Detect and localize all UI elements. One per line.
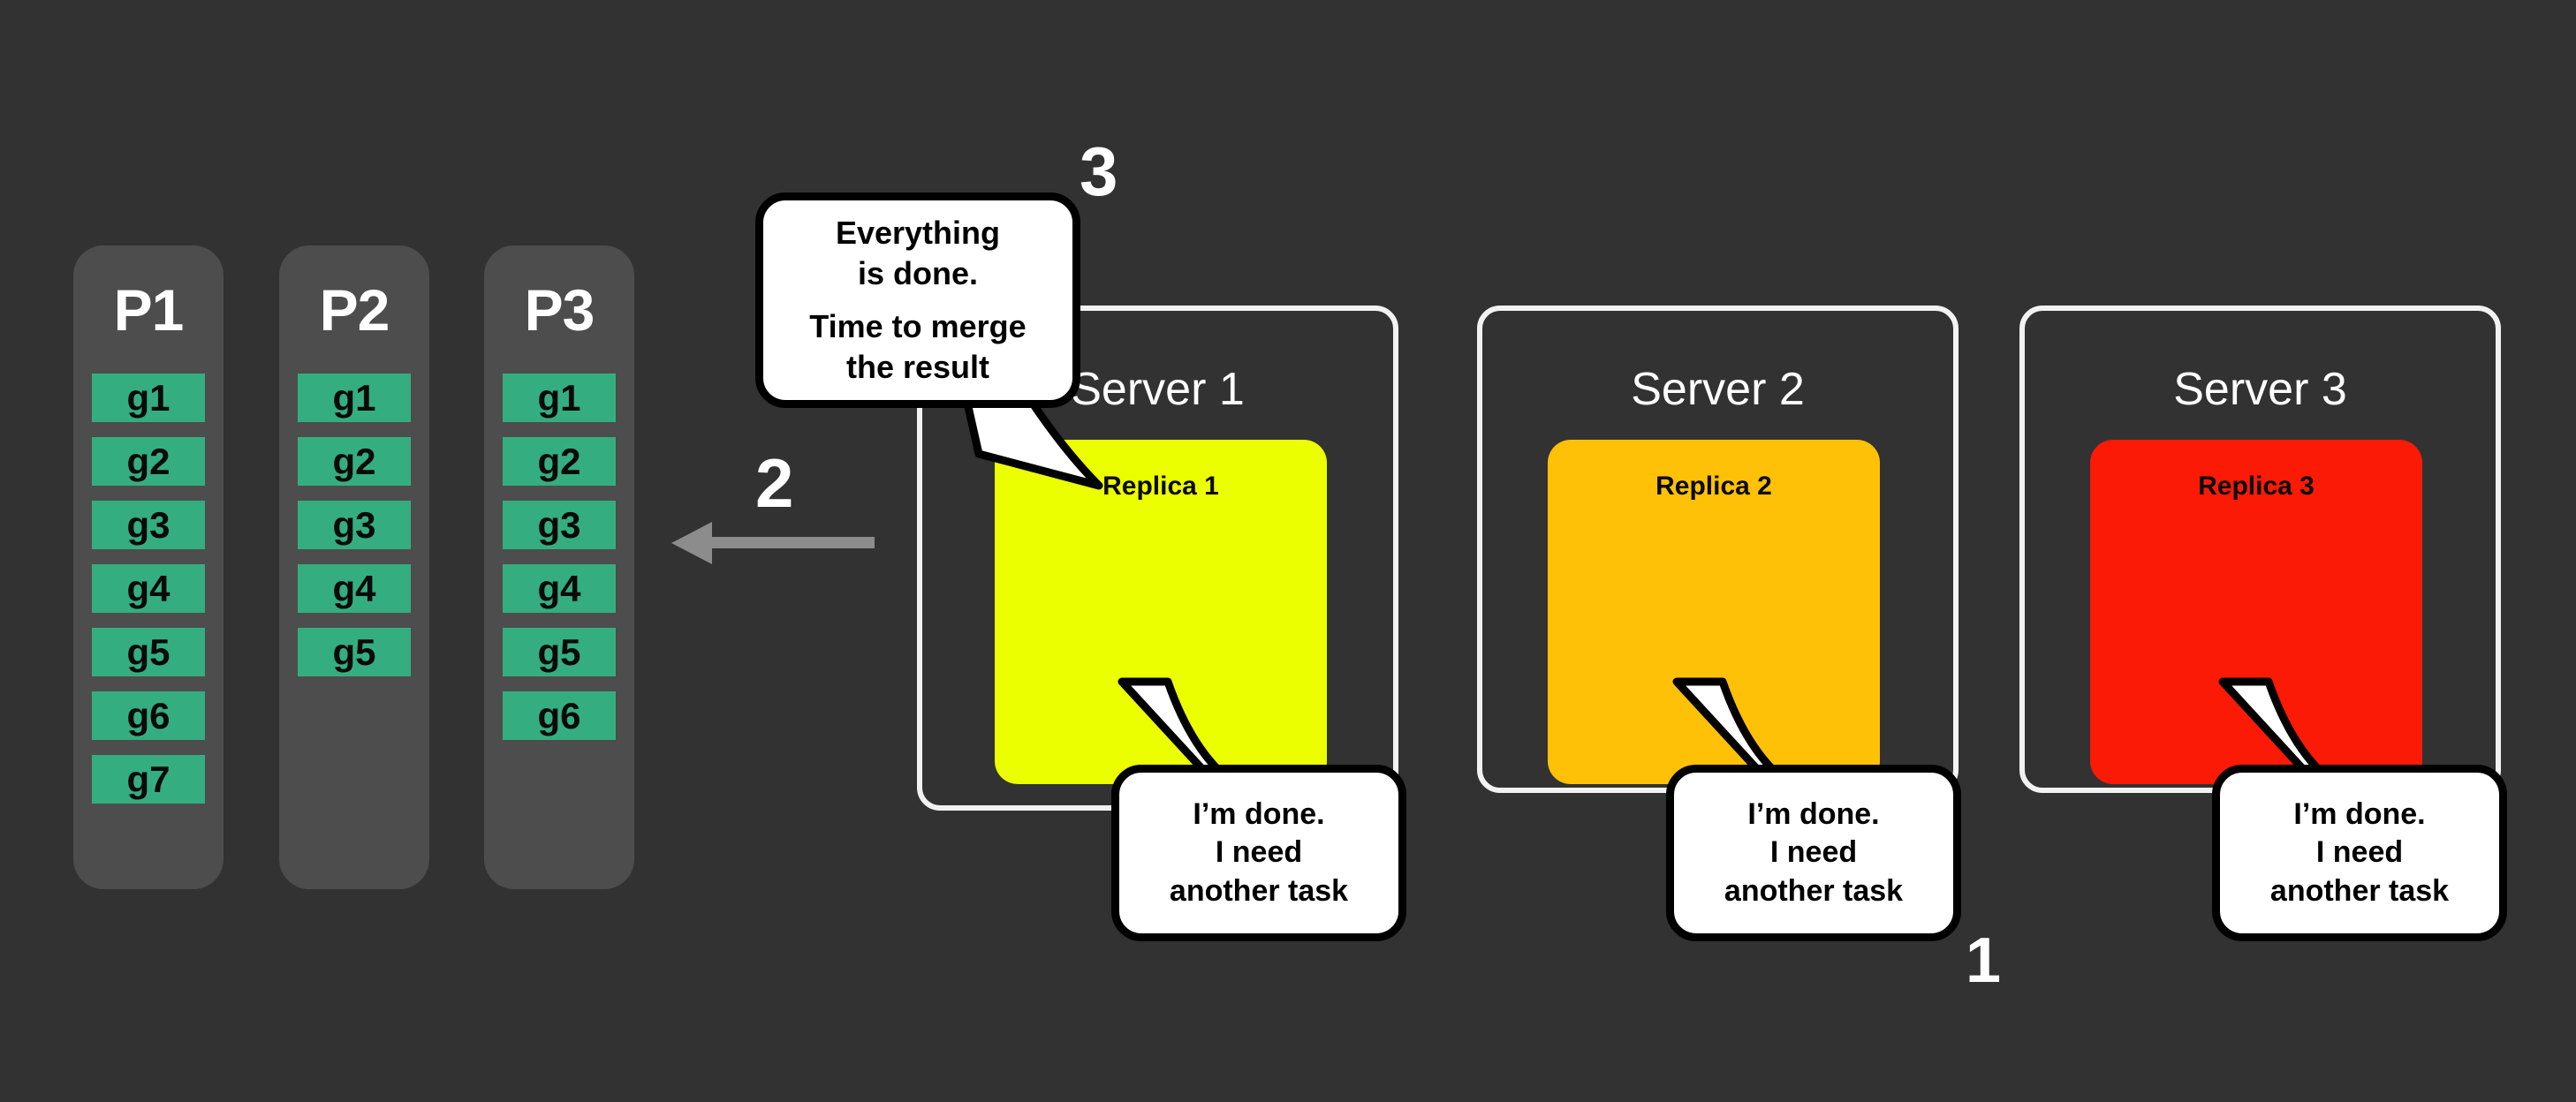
server-1-title: Server 1	[1071, 364, 1245, 415]
done-bubble-3[interactable]: I’m done. I need another task	[2212, 765, 2507, 941]
done-bubble-2-line: I’m done.	[1747, 796, 1880, 831]
done-bubble-1-line: I need	[1215, 835, 1303, 870]
task-block[interactable]: g6	[92, 691, 205, 740]
task-block[interactable]: g5	[92, 628, 205, 676]
done-bubble-3-line: I need	[2315, 835, 2404, 870]
server-2-title: Server 2	[1631, 364, 1805, 415]
replica-1-label: Replica 1	[1102, 472, 1219, 501]
task-block[interactable]: g3	[298, 501, 411, 549]
merge-bubble-line: is done.	[857, 254, 979, 291]
task-block[interactable]: g4	[92, 564, 205, 613]
task-block[interactable]: g2	[298, 437, 411, 486]
partition-p1-title: P1	[113, 277, 185, 343]
done-bubble-1-line: I’m done.	[1193, 796, 1325, 831]
replica-3-label: Replica 3	[2198, 472, 2315, 501]
task-block[interactable]: g3	[92, 501, 205, 549]
partition-p1-task-list: g1 g2 g3 g4 g5 g6 g7	[92, 374, 205, 819]
merge-bubble-line: Time to merge	[809, 308, 1027, 344]
done-bubble-2-line: I need	[1769, 835, 1858, 870]
step-number-one: 1	[1966, 925, 2002, 996]
merge-bubble-line: Everything	[835, 214, 1001, 251]
partition-p3-task-list: g1 g2 g3 g4 g5 g6	[503, 374, 616, 755]
task-block[interactable]: g1	[298, 374, 411, 422]
done-bubble-2-line: another task	[1724, 873, 1904, 908]
merge-bubble-line: the result	[845, 349, 990, 386]
server-3-title: Server 3	[2173, 364, 2347, 415]
task-block[interactable]: g1	[503, 374, 616, 422]
task-block[interactable]: g2	[92, 437, 205, 486]
task-block[interactable]: g7	[92, 755, 205, 804]
partition-p1[interactable]: P1 g1 g2 g3 g4 g5 g6 g7	[73, 245, 224, 889]
done-bubble-3-line: another task	[2269, 873, 2450, 908]
done-bubble-2[interactable]: I’m done. I need another task	[1666, 765, 1961, 941]
task-block[interactable]: g3	[503, 501, 616, 549]
task-block[interactable]: g4	[298, 564, 411, 613]
task-block[interactable]: g1	[92, 374, 205, 422]
merge-bubble[interactable]: Everything is done. Time to merge the re…	[755, 192, 1080, 408]
task-block[interactable]: g4	[503, 564, 616, 613]
done-bubble-1-line: another task	[1169, 873, 1349, 908]
partition-p2[interactable]: P2 g1 g2 g3 g4 g5	[279, 245, 429, 889]
task-block[interactable]: g2	[503, 437, 616, 486]
replica-2-label: Replica 2	[1655, 472, 1772, 501]
done-bubble-1[interactable]: I’m done. I need another task	[1111, 765, 1406, 941]
step-number-two: 2	[755, 444, 794, 522]
done-bubble-3-line: I’m done.	[2293, 796, 2426, 831]
step-number-three: 3	[1080, 132, 1118, 210]
task-block[interactable]: g6	[503, 691, 616, 740]
partition-p3[interactable]: P3 g1 g2 g3 g4 g5 g6	[484, 245, 634, 889]
partition-p2-task-list: g1 g2 g3 g4 g5	[298, 374, 411, 691]
task-block[interactable]: g5	[298, 628, 411, 676]
partition-p2-title: P2	[319, 277, 390, 343]
merge-arrow-icon	[671, 522, 875, 564]
task-block[interactable]: g5	[503, 628, 616, 676]
replica-3-box[interactable]: Replica 3	[2090, 440, 2422, 784]
partition-p3-title: P3	[524, 277, 595, 343]
